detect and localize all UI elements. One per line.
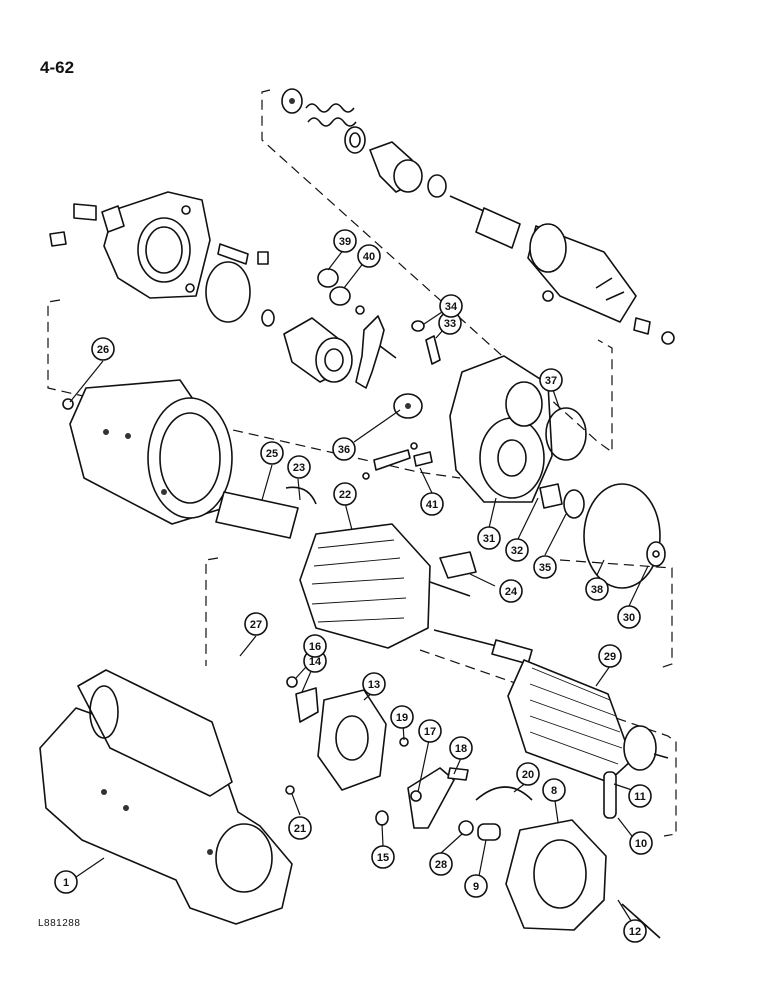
callout-label: 25 [266,448,278,460]
callout-label: 10 [635,838,647,850]
callout-18: 18 [449,736,473,760]
callout-label: 17 [424,726,436,738]
armature [433,629,669,783]
callout-label: 11 [634,791,646,803]
callout-label: 39 [339,236,351,248]
callout-label: 13 [368,679,380,691]
callout-33: 33 [438,311,462,335]
callout-label: 41 [426,499,438,511]
callout-39: 39 [333,229,357,253]
callout-label: 20 [522,769,534,781]
solenoid-group-boundary [261,89,613,454]
callout-1: 1 [54,870,78,894]
callout-16: 16 [303,634,327,658]
callout-label: 12 [629,926,641,938]
callout-label: 29 [604,651,616,663]
callout-label: 9 [473,881,479,893]
field-frame [62,379,233,525]
callout-24: 24 [499,579,523,603]
callout-15: 15 [371,845,395,869]
callout-label: 36 [338,444,350,456]
callout-label: 37 [545,375,557,387]
callout-label: 30 [623,612,635,624]
plunger-parts [281,88,521,249]
callout-label: 19 [396,712,408,724]
brush-lever-and-springs [407,767,533,841]
callout-38: 38 [585,577,609,601]
drive-end-housing [49,191,269,323]
callout-17: 17 [418,719,442,743]
callout-35: 35 [533,555,557,579]
callout-8: 8 [542,778,566,802]
callout-label: 35 [539,562,551,574]
assembled-starter [39,669,293,925]
callout-10: 10 [629,831,653,855]
callout-28: 28 [429,852,453,876]
callout-12: 12 [623,919,647,943]
callout-label: 32 [511,545,523,557]
callout-34: 34 [439,294,463,318]
callout-26: 26 [91,337,115,361]
callout-label: 27 [250,619,262,631]
callout-label: 31 [483,533,495,545]
callout-label: 16 [309,641,321,653]
callout-36: 36 [332,437,356,461]
callout-label: 26 [97,344,109,356]
callout-label: 33 [444,318,456,330]
callout-41: 41 [420,492,444,516]
callout-label: 24 [505,586,518,598]
callout-11: 11 [628,784,652,808]
callout-21: 21 [288,816,312,840]
brush-holder [285,676,409,826]
page-number: 4-62 [40,58,75,77]
callout-label: 40 [363,251,375,263]
figure-code: L881288 [38,918,81,929]
callout-label: 22 [339,489,351,501]
armature-group-boundary [205,557,673,669]
callout-label: 8 [551,785,557,797]
callout-9: 9 [464,874,488,898]
commutator-end-cover [505,771,661,939]
commutator-end-frame [362,355,666,589]
callout-19: 19 [390,705,414,729]
callout-label: 38 [591,584,603,596]
callout-13: 13 [362,672,386,696]
callout-label: 28 [435,859,447,871]
field-coil-assembly [299,523,477,649]
callout-32: 32 [505,538,529,562]
callout-label: 21 [294,823,306,835]
callout-25: 25 [260,441,284,465]
callout-23: 23 [287,455,311,479]
callout-label: 34 [445,301,458,313]
callout-29: 29 [598,644,622,668]
callout-label: 23 [293,462,305,474]
callout-20: 20 [516,762,540,786]
drive-clutch-assembly [261,268,441,419]
brush-plate-and-insulator [215,486,317,539]
callout-31: 31 [477,526,501,550]
callout-22: 22 [333,482,357,506]
callout-label: 14 [309,656,322,668]
housing-group-boundary [47,299,461,479]
callout-27: 27 [244,612,268,636]
solenoid-body [527,223,675,345]
callout-30: 30 [617,605,641,629]
callout-label: 15 [377,852,389,864]
brush-group-boundary [419,649,677,837]
callout-label: 1 [63,877,69,889]
callout-label: 18 [455,743,467,755]
callout-37: 37 [539,368,563,392]
callout-40: 40 [357,244,381,268]
